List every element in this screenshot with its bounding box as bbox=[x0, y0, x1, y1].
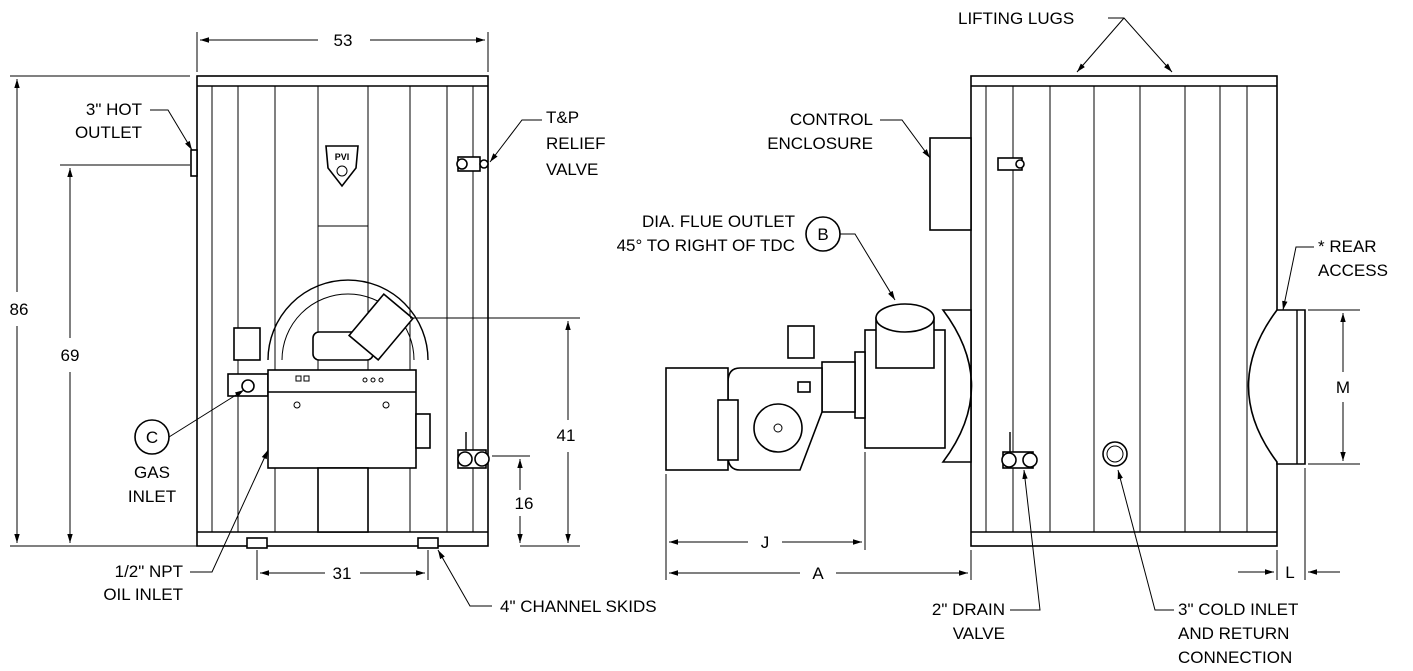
callout-control-enclosure-line2: ENCLOSURE bbox=[767, 134, 873, 153]
dim-skid-spacing: 31 bbox=[333, 564, 352, 583]
dim-height: 86 bbox=[10, 300, 29, 319]
dim-drain-height: 16 bbox=[515, 494, 534, 513]
dim-overall-length: A bbox=[812, 564, 824, 583]
front-dimensions: 53 86 69 41 16 31 bbox=[10, 31, 580, 583]
dim-width: 53 bbox=[334, 31, 353, 50]
callout-channel-skids: 4" CHANNEL SKIDS bbox=[500, 597, 657, 616]
callout-oil-inlet: 1/2" NPT bbox=[115, 562, 183, 581]
marker-b-label: B bbox=[817, 225, 828, 244]
callout-oil-inlet-line2: OIL INLET bbox=[103, 585, 183, 604]
side-cabinet bbox=[970, 75, 1278, 547]
front-callouts: 3" HOT OUTLET T&P RELIEF VALVE C GAS INL… bbox=[75, 100, 657, 616]
callout-flue-outlet-line2: 45° TO RIGHT OF TDC bbox=[617, 236, 795, 255]
callout-control-enclosure: CONTROL bbox=[790, 110, 873, 129]
callout-rear-access-line2: ACCESS bbox=[1318, 261, 1388, 280]
callout-tp-relief: T&P bbox=[546, 108, 579, 127]
side-dimensions: J A L M bbox=[665, 309, 1360, 583]
svg-text:PVI: PVI bbox=[335, 152, 350, 162]
callout-hot-outlet-line2: OUTLET bbox=[75, 123, 142, 142]
front-view: PVI bbox=[190, 75, 490, 549]
dim-burner-length: J bbox=[761, 533, 770, 552]
burner-body bbox=[267, 369, 417, 469]
callout-lifting-lugs: LIFTING LUGS bbox=[958, 9, 1074, 28]
control-enclosure bbox=[929, 137, 972, 231]
callout-gas-inlet-line2: INLET bbox=[128, 487, 176, 506]
dim-hot-outlet-height: 69 bbox=[61, 346, 80, 365]
tp-relief-valve bbox=[456, 156, 489, 172]
callout-cold-inlet-line3: CONNECTION bbox=[1178, 648, 1292, 667]
callout-tp-relief-line2: RELIEF bbox=[546, 134, 606, 153]
callout-cold-inlet-line2: AND RETURN bbox=[1178, 624, 1289, 643]
dim-burner-height: 41 bbox=[557, 426, 576, 445]
dim-rear-access-height: M bbox=[1336, 378, 1350, 397]
callout-rear-access: * REAR bbox=[1318, 237, 1377, 256]
front-drain-valve bbox=[457, 432, 490, 469]
callout-hot-outlet: 3" HOT bbox=[86, 100, 142, 119]
callout-drain-valve-line2: VALVE bbox=[953, 624, 1005, 643]
side-view bbox=[665, 75, 1306, 547]
pvi-logo: PVI bbox=[325, 145, 359, 188]
callout-tp-relief-line3: VALVE bbox=[546, 160, 598, 179]
dim-rear-access-depth: L bbox=[1285, 563, 1294, 582]
callout-flue-outlet: DIA. FLUE OUTLET bbox=[642, 212, 795, 231]
callout-gas-inlet: GAS bbox=[134, 463, 170, 482]
marker-c-label: C bbox=[146, 428, 158, 447]
side-callouts: LIFTING LUGS CONTROL ENCLOSURE DIA. FLUE… bbox=[617, 9, 1388, 667]
callout-drain-valve: 2" DRAIN bbox=[932, 600, 1005, 619]
callout-cold-inlet: 3" COLD INLET bbox=[1178, 600, 1298, 619]
